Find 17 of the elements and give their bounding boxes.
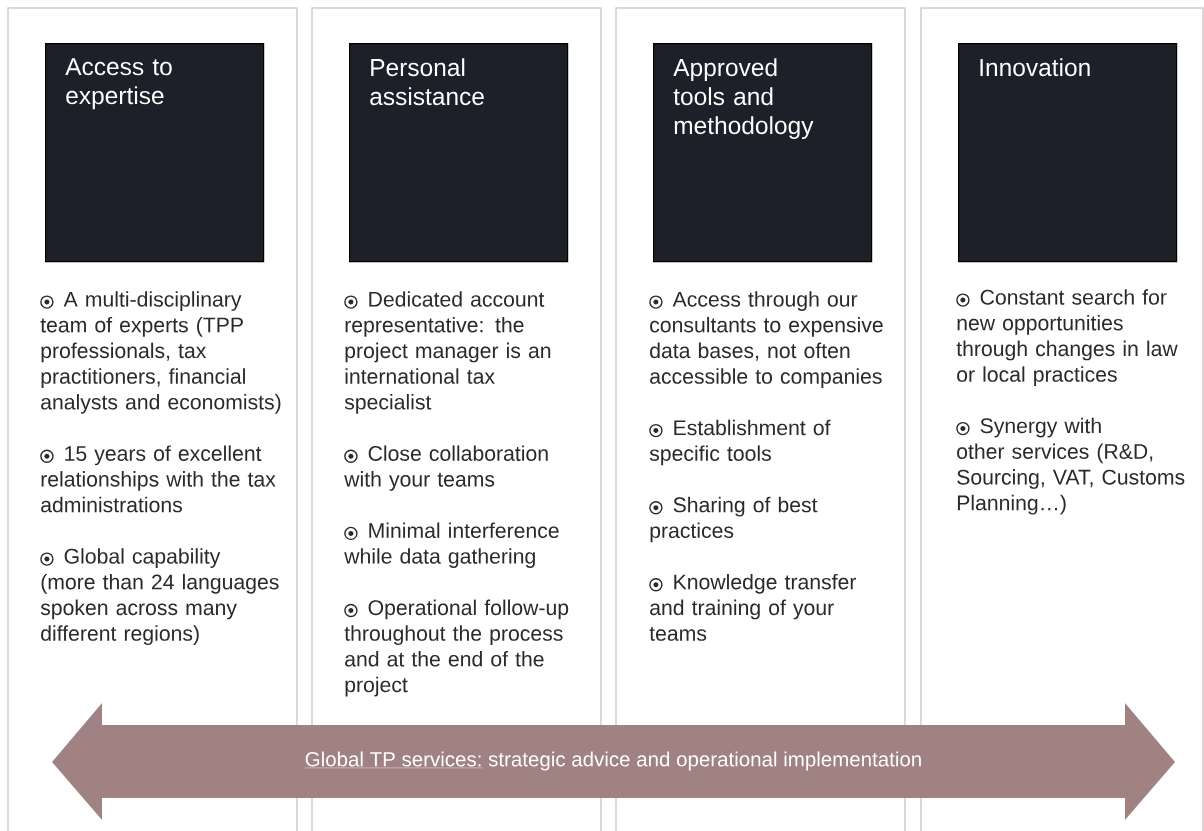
node-label: Knowledge transfer and training of your teams [649, 573, 857, 641]
node-label: Dedicated account representative: the project manager is an international tax specialist [344, 291, 551, 414]
heading-box: Innovation [958, 43, 1178, 263]
bullet-list: Dedicated account representative: the project manager is an international tax specialist Close collaboration with your teams Minimal interference while data gathering Operational follow-up throughout the process and at the end of the project [344, 291, 569, 697]
bullet-list: Access through our consultants to expensive data bases, not often accessible to companies Establishment of specific tools Sharing of best practices Knowledge transfer and training of your teams [649, 291, 883, 641]
node-label: Sharing of best practices [650, 496, 818, 543]
bullet-list: Constant search for new opportunities through changes in law or local practices Synergy with other services (R&D, Sourcing, VAT, Customs Planning…) [956, 289, 1185, 515]
node-label: Close collaboration with your teams [344, 445, 548, 491]
heading-box: Approved tools and methodology [653, 43, 873, 263]
bullet-list: A multi-disciplinary team of experts (TPP professionals, tax practitioners, financial analysts and economists) 15 years of excellent relationships with the tax administrations Global capability (more than 24 languages spoken across many different regions) [40, 291, 281, 646]
node-label: Operational follow-up throughout the process and at the end of the project [344, 599, 569, 697]
node-label: Establishment of specific tools [649, 419, 831, 466]
node-label: Access through our consultants to expensive data bases, not often accessible to companies [650, 291, 883, 389]
arrow-label: Global TP services: strategic advice and operational implementation [304, 751, 921, 771]
heading-box: Personal assistance [349, 43, 569, 263]
node-label: Minimal interference while data gathering [344, 522, 559, 568]
heading-box: Access to expertise [45, 43, 265, 263]
